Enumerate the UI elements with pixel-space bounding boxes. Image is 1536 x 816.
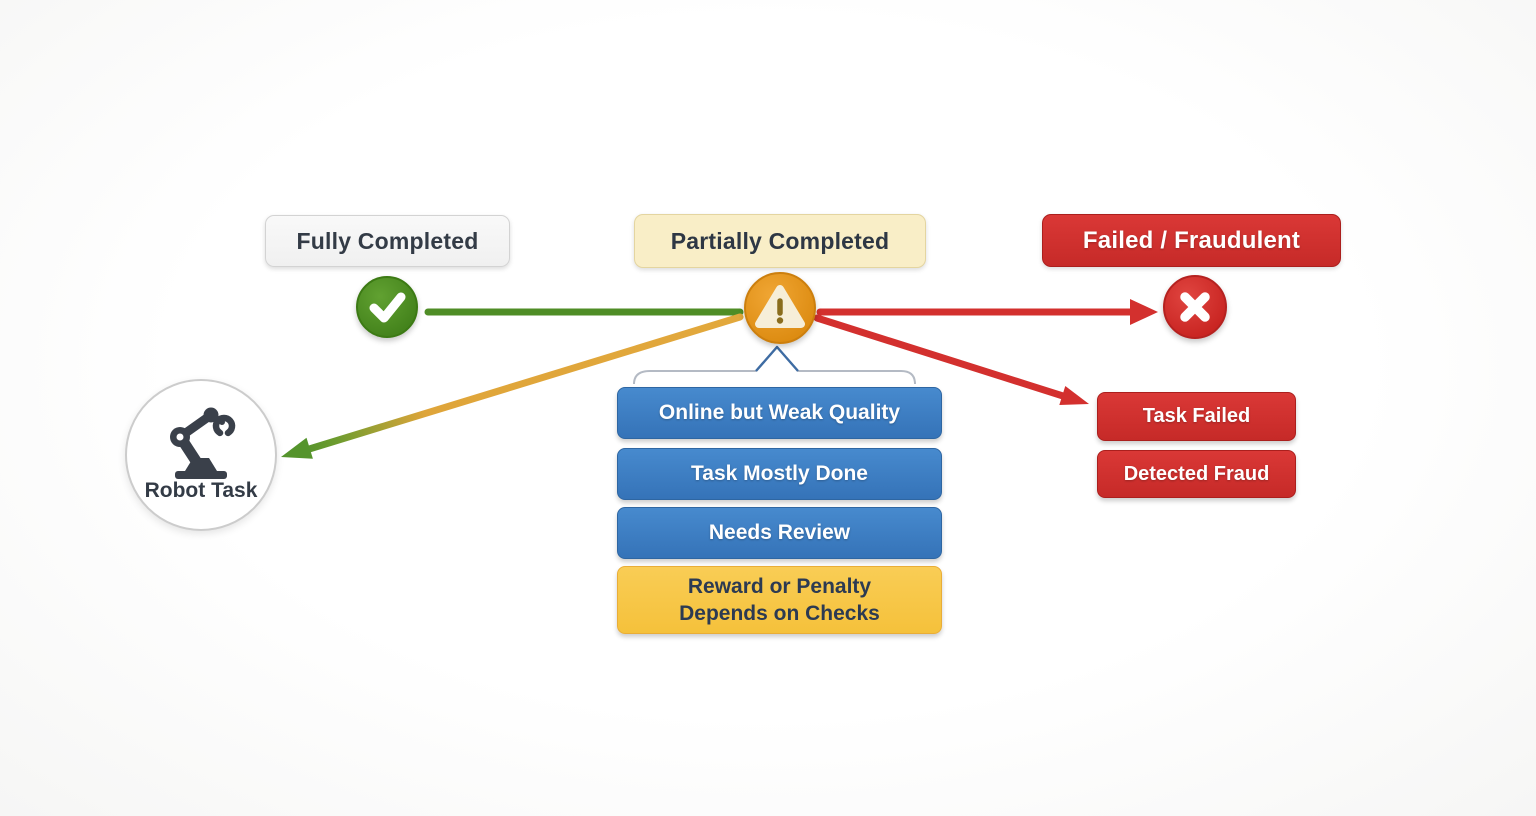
partial-item-online-but-weak-quality: Online but Weak Quality	[617, 387, 942, 439]
callout-bracket-peak	[755, 345, 799, 372]
reward-penalty-note-line2: Depends on Checks	[679, 602, 880, 625]
partial-item-needs-review: Needs Review	[617, 507, 942, 559]
arrowhead-warning-to-robot	[281, 437, 313, 459]
reward-penalty-note-line1: Reward or Penalty	[687, 574, 872, 598]
arrowhead-warning-to-x	[1130, 299, 1158, 325]
failed-item-detected-fraud: Detected Fraud	[1097, 450, 1296, 498]
robot-task-node: Robot Task	[125, 379, 277, 531]
check-icon	[356, 276, 418, 338]
connector-warning-to-task-failed	[813, 314, 1067, 400]
partial-item-task-mostly-done: Task Mostly Done	[617, 448, 942, 500]
callout-bracket	[633, 346, 916, 385]
arrowhead-warning-to-task-failed	[1059, 386, 1089, 405]
partially-completed-label: Partially Completed	[634, 214, 926, 268]
reward-penalty-note: Reward or Penalty Depends on Checks	[617, 566, 942, 634]
robot-task-label: Robot Task	[144, 479, 258, 502]
robot-arm-icon	[170, 407, 236, 479]
failed-item-task-failed: Task Failed	[1097, 392, 1296, 441]
x-icon	[1163, 275, 1227, 339]
warning-icon	[744, 272, 816, 344]
warning-triangle-glyph	[755, 285, 805, 328]
fully-completed-label: Fully Completed	[265, 215, 510, 267]
check-glyph	[369, 292, 406, 323]
failed-fraudulent-label: Failed / Fraudulent	[1042, 214, 1341, 267]
x-glyph	[1180, 292, 1210, 322]
